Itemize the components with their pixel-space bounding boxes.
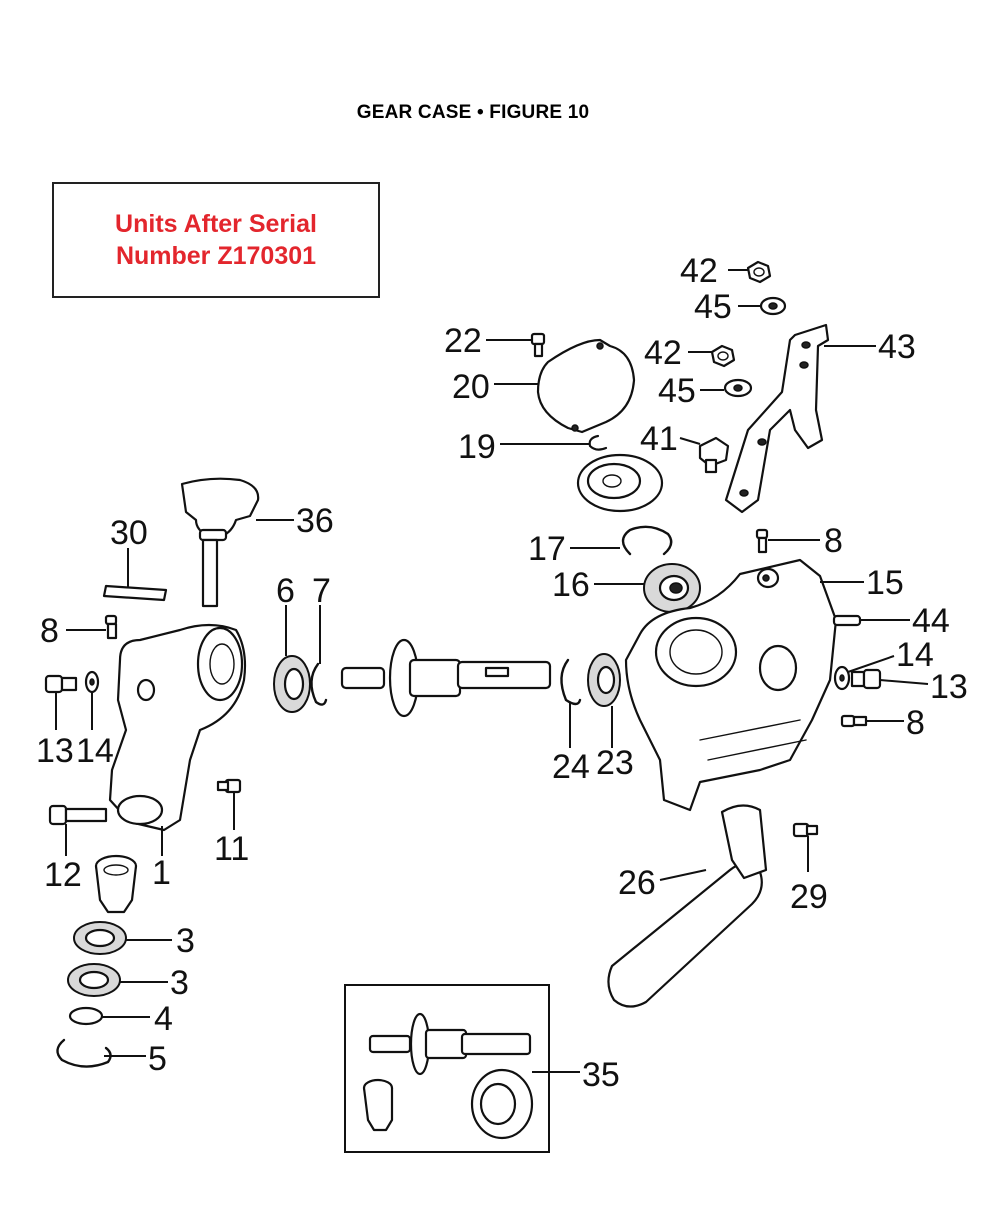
part-14-washer-right <box>833 665 851 691</box>
callout-11: 11 <box>214 830 249 868</box>
part-8-fitting-right-bottom <box>840 714 868 728</box>
part-17-snap-ring <box>621 525 673 556</box>
part-30-label <box>102 584 168 602</box>
callout-45: 45 <box>694 288 732 326</box>
callout-30: 30 <box>110 514 148 552</box>
callout-16: 16 <box>552 566 590 604</box>
callout-8: 8 <box>40 612 59 650</box>
callout-14: 14 <box>896 636 934 674</box>
serial-notice-box: Units After Serial Number Z170301 <box>52 182 380 298</box>
part-14-washer-left <box>84 670 100 694</box>
part-13-bolt-right <box>850 668 882 690</box>
part-42-nut-top <box>746 260 772 284</box>
part-29-screw <box>792 822 819 838</box>
part-20-cover <box>536 338 636 434</box>
callout-29: 29 <box>790 878 828 916</box>
callout-7: 7 <box>312 572 331 610</box>
part-11-screw <box>216 778 242 794</box>
part-4-ring <box>68 1006 104 1026</box>
callout-23: 23 <box>596 744 634 782</box>
part-36-knob <box>180 477 260 608</box>
part-12-bolt <box>48 804 108 826</box>
part-3-bearing-lower <box>67 963 121 997</box>
leader-lines <box>55 269 929 1073</box>
part-41-bolt <box>698 436 730 474</box>
part-8-fitting-left <box>104 614 118 640</box>
callout-15: 15 <box>866 564 904 602</box>
callout-43: 43 <box>878 328 916 366</box>
part-45-washer-top <box>759 296 787 316</box>
callout-4: 4 <box>154 1000 173 1038</box>
callout-12: 12 <box>44 856 82 894</box>
part-26-guard-arm <box>607 804 768 1008</box>
callout-3: 3 <box>176 922 195 960</box>
figure-title: GEAR CASE • FIGURE 10 <box>356 102 590 123</box>
part-drive-shaft <box>340 638 552 718</box>
part-35-kit-inset <box>344 984 550 1153</box>
callout-8: 8 <box>906 704 925 742</box>
callout-19: 19 <box>458 428 496 466</box>
part-23-bearing <box>587 653 621 707</box>
callout-labels: 42 45 22 42 43 20 45 19 41 36 30 17 8 16… <box>36 252 968 1094</box>
serial-notice-line1: Units After Serial <box>115 210 317 238</box>
part-13-bolt-left <box>44 674 78 694</box>
callout-22: 22 <box>444 322 482 360</box>
part-pinion-shaft <box>94 854 138 914</box>
callout-13: 13 <box>930 668 968 706</box>
part-15-gear-case-right <box>624 558 838 812</box>
callout-6: 6 <box>276 572 295 610</box>
part-5-snap-ring <box>56 1038 112 1068</box>
part-8-fitting-right-top <box>755 528 769 554</box>
part-24-snap-ring <box>560 658 582 706</box>
part-42-nut-mid <box>710 344 736 368</box>
callout-14: 14 <box>76 732 114 770</box>
part-1-gear-case-left <box>108 623 247 832</box>
part-6-bearing <box>273 655 311 713</box>
callout-26: 26 <box>618 864 656 902</box>
callout-36: 36 <box>296 502 334 540</box>
callout-42: 42 <box>644 334 682 372</box>
callout-1: 1 <box>152 854 171 892</box>
callout-17: 17 <box>528 530 566 568</box>
part-7-snap-ring <box>310 662 328 706</box>
part-44-pin <box>832 614 862 627</box>
part-seal-top <box>576 453 664 513</box>
part-3-bearing-upper <box>73 921 127 955</box>
callout-13: 13 <box>36 732 74 770</box>
part-43-bracket <box>724 323 830 514</box>
callout-41: 41 <box>640 420 678 458</box>
callout-3: 3 <box>170 964 189 1002</box>
callout-24: 24 <box>552 748 590 786</box>
serial-notice-line2: Number Z170301 <box>115 242 317 270</box>
callout-45: 45 <box>658 372 696 410</box>
callout-8: 8 <box>824 522 843 560</box>
part-45-washer-mid <box>723 378 753 398</box>
callout-44: 44 <box>912 602 950 640</box>
callout-42: 42 <box>680 252 718 290</box>
callout-35: 35 <box>582 1056 620 1094</box>
part-22-screw <box>530 332 546 358</box>
callout-20: 20 <box>452 368 490 406</box>
callout-5: 5 <box>148 1040 167 1078</box>
part-16-bearing <box>643 563 701 613</box>
part-19-clip <box>588 434 608 451</box>
